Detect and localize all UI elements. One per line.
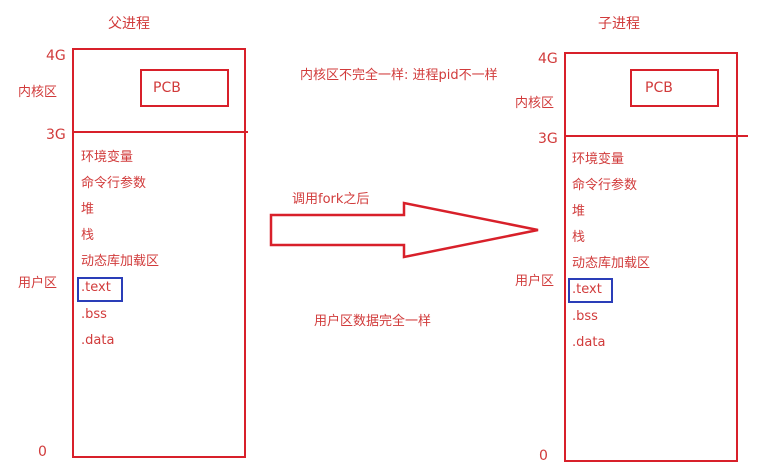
kernel-diff-note: 内核区不完全一样: 进程pid不一样 [300, 68, 498, 83]
parent-segment-dylib: 动态库加载区 [81, 254, 160, 269]
parent-segment-env: 环境变量 [81, 150, 134, 165]
parent-pcb-box [140, 69, 229, 107]
child-segment-text: .text [572, 282, 602, 297]
child-address-space [564, 52, 738, 462]
child-kernel-area-label: 内核区 [515, 96, 555, 111]
child-segment-heap: 堆 [572, 204, 586, 219]
child-pcb-box [630, 69, 719, 107]
parent-segment-heap: 堆 [81, 202, 95, 217]
child-segment-bss: .bss [572, 309, 598, 324]
parent-label-4g: 4G [46, 48, 66, 64]
child-label-3g: 3G [538, 131, 558, 147]
parent-segment-args: 命令行参数 [81, 176, 147, 191]
child-segment-stack: 栈 [572, 230, 586, 245]
parent-pcb-label: PCB [153, 80, 181, 96]
child-label-4g: 4G [538, 51, 558, 67]
parent-segment-data: .data [81, 333, 115, 348]
child-segment-data: .data [572, 335, 606, 350]
parent-segment-bss: .bss [81, 307, 107, 322]
parent-segment-stack: 栈 [81, 228, 95, 243]
parent-kernel-area-label: 内核区 [18, 85, 58, 100]
parent-title: 父进程 [108, 16, 150, 32]
parent-kernel-divider [72, 131, 248, 133]
user-same-note: 用户区数据完全一样 [314, 314, 432, 329]
child-text-highlight [568, 278, 613, 303]
child-pcb-label: PCB [645, 80, 673, 96]
parent-address-space [72, 48, 246, 458]
after-fork-note: 调用fork之后 [292, 192, 370, 207]
parent-label-3g: 3G [46, 127, 66, 143]
child-segment-args: 命令行参数 [572, 178, 638, 193]
parent-segment-text: .text [81, 280, 111, 295]
parent-user-area-label: 用户区 [18, 276, 58, 291]
parent-text-highlight [77, 277, 123, 302]
child-label-0: 0 [539, 448, 548, 464]
child-segment-dylib: 动态库加载区 [572, 256, 651, 271]
child-kernel-divider [564, 135, 748, 137]
child-title: 子进程 [598, 16, 640, 32]
child-user-area-label: 用户区 [515, 274, 555, 289]
parent-label-0: 0 [38, 444, 47, 460]
child-segment-env: 环境变量 [572, 152, 625, 167]
